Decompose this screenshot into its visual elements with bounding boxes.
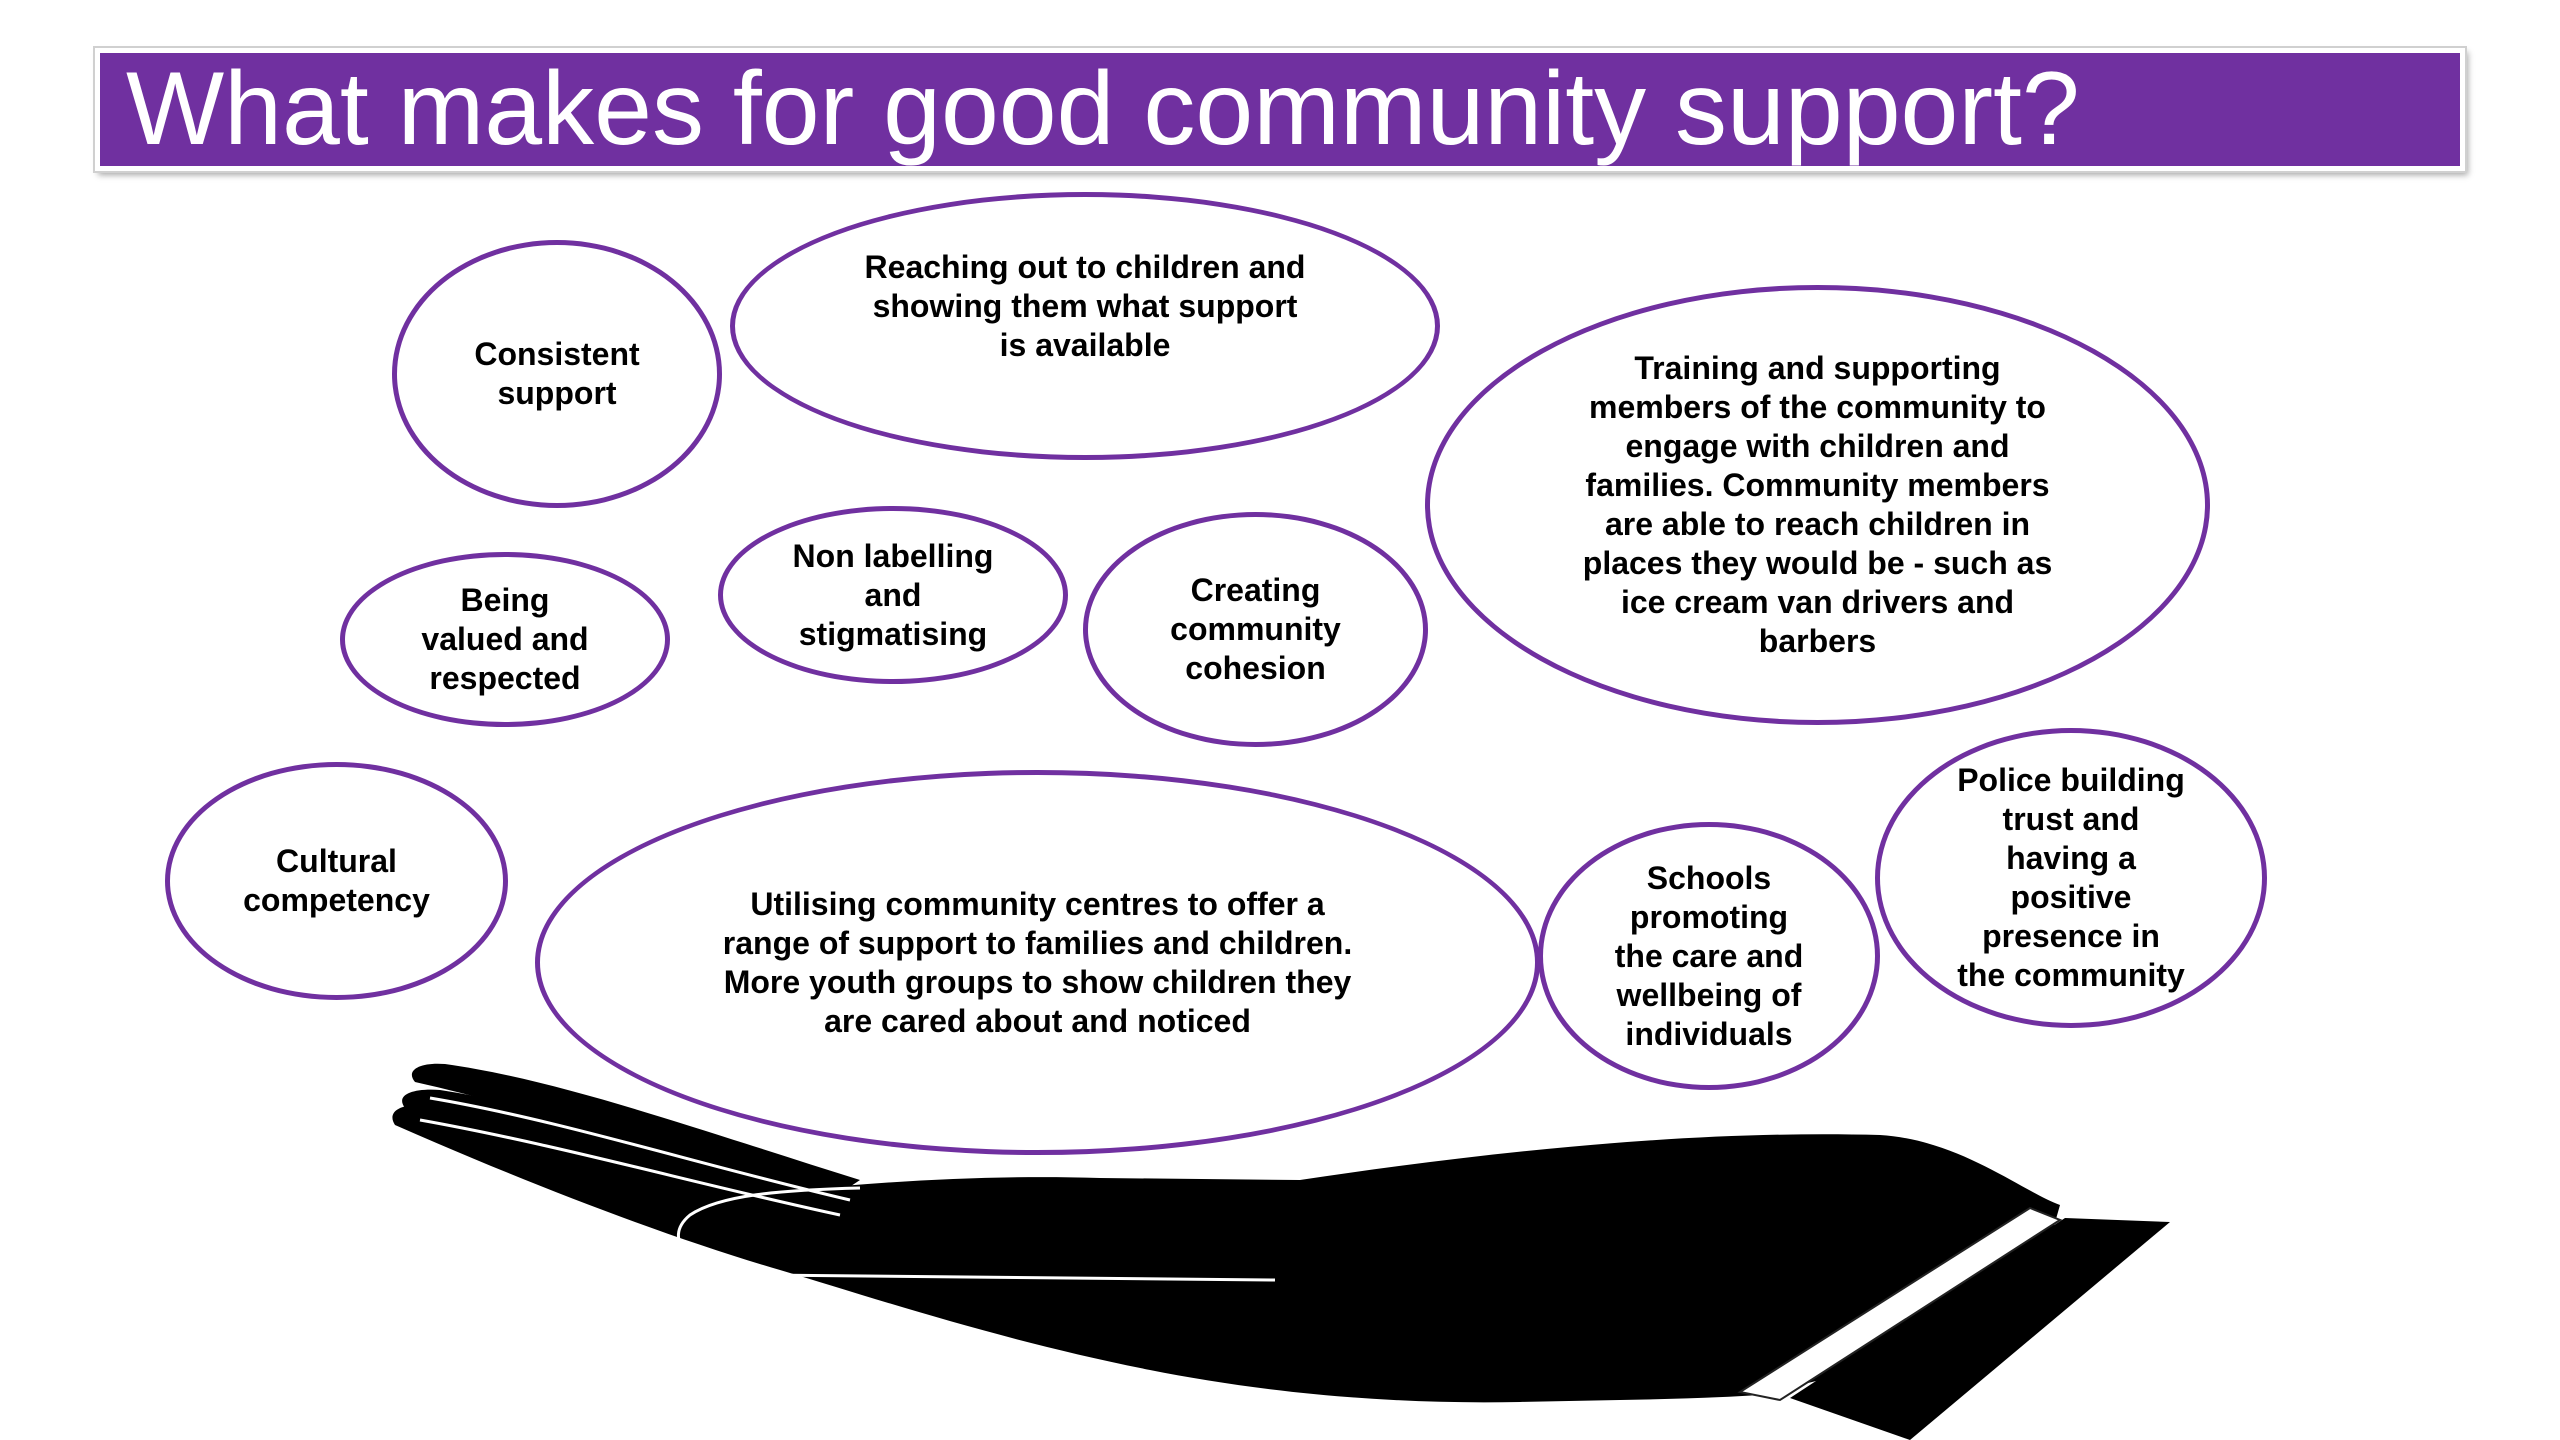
bubble-community-cohesion: Creating community cohesion (1083, 512, 1428, 747)
bubble-community-centres: Utilising community centres to offer a r… (535, 770, 1540, 1155)
palm-shape (392, 1105, 2061, 1403)
title-bar: What makes for good community support? (95, 48, 2465, 171)
bubble-text: Training and supporting members of the c… (1582, 350, 2053, 659)
bubble-non-labelling: Non labelling and stigmatising (718, 506, 1068, 684)
bubble-valued-respected: Being valued and respected (340, 552, 670, 727)
bubble-reaching-out: Reaching out to children and showing the… (730, 192, 1440, 460)
bubble-cultural-competency: Cultural competency (165, 762, 508, 1000)
finger-line (419, 1118, 841, 1217)
bubble-text: Consistent support (474, 336, 640, 411)
bubble-police: Police building trust and having a posit… (1875, 728, 2267, 1028)
bubble-text: Utilising community centres to offer a r… (722, 885, 1353, 1039)
bubble-text: Cultural competency (243, 843, 430, 918)
bubble-text: Being valued and respected (421, 582, 589, 696)
bubble-text: Reaching out to children and showing the… (864, 248, 1306, 363)
finger-line (429, 1096, 851, 1202)
bubble-training: Training and supporting members of the c… (1425, 285, 2210, 725)
thumb-outline (677, 1186, 1276, 1282)
bubble-schools: Schools promoting the care and wellbeing… (1538, 822, 1880, 1090)
finger-shape (411, 1063, 860, 1200)
wrist-shape (1790, 1218, 2170, 1440)
bubble-text: Schools promoting the care and wellbeing… (1614, 859, 1804, 1052)
bubble-text: Creating community cohesion (1170, 572, 1341, 686)
bubble-text: Police building trust and having a posit… (1957, 762, 2185, 993)
bubble-consistent-support: Consistent support (392, 240, 722, 508)
bubble-text: Non labelling and stigmatising (792, 537, 994, 652)
page-title: What makes for good community support? (126, 51, 2080, 167)
cuff-band (1737, 1206, 2063, 1402)
